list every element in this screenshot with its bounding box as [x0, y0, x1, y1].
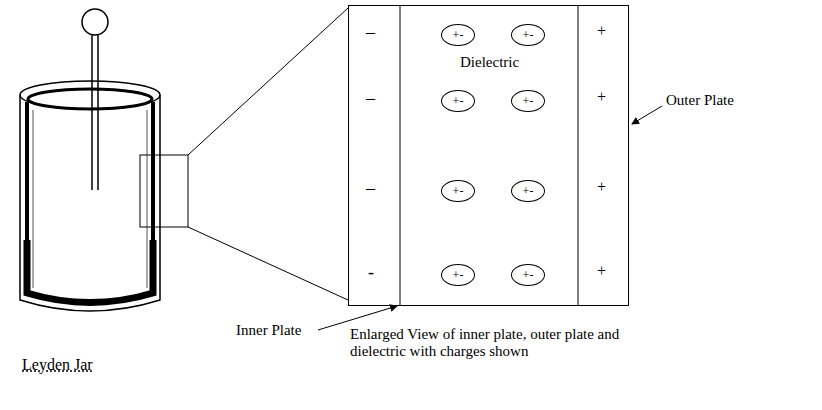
- dipole-ellipse: +-: [511, 90, 545, 112]
- enlarged-view-box: Dielectric+-+-+-+-+-+-+-+-: [348, 5, 629, 306]
- charge-sign: -: [368, 262, 374, 283]
- dipole-charge: +-: [453, 184, 464, 199]
- dipole-charge: +-: [453, 268, 464, 283]
- part-label: Outer Plate: [666, 92, 734, 109]
- dipole-ellipse: +-: [511, 180, 545, 202]
- zoom-window: [140, 155, 188, 227]
- inner-plate-line: [400, 5, 401, 305]
- charge-sign: –: [366, 178, 375, 199]
- zoom-line: [188, 8, 348, 155]
- jar-coating: [27, 102, 153, 303]
- jar-knob: [82, 9, 108, 35]
- part-label: Inner Plate: [236, 322, 301, 339]
- charge-sign: +: [597, 88, 606, 106]
- dipole-ellipse: +-: [511, 24, 545, 46]
- zoom-line: [188, 227, 348, 300]
- dipole-charge: +-: [453, 94, 464, 109]
- leader-line: [632, 106, 662, 124]
- charge-sign: +: [597, 22, 606, 40]
- dipole-ellipse: +-: [441, 24, 475, 46]
- outer-plate-line: [578, 5, 579, 305]
- caption-note: Enlarged View of inner plate, outer plat…: [350, 326, 625, 361]
- charge-sign: +: [597, 178, 606, 196]
- charge-sign: –: [366, 22, 375, 43]
- figure-title: Leyden Jar: [22, 356, 93, 374]
- dipole-ellipse: +-: [511, 264, 545, 286]
- dipole-charge: +-: [523, 94, 534, 109]
- region-label: Dielectric: [460, 54, 519, 71]
- dipole-ellipse: +-: [441, 180, 475, 202]
- charge-sign: –: [366, 88, 375, 109]
- charge-sign: +: [597, 262, 606, 280]
- dipole-ellipse: +-: [441, 90, 475, 112]
- jar-glass: [20, 95, 160, 311]
- dipole-charge: +-: [523, 268, 534, 283]
- dipole-ellipse: +-: [441, 264, 475, 286]
- dipole-charge: +-: [453, 28, 464, 43]
- dipole-charge: +-: [523, 184, 534, 199]
- dipole-charge: +-: [523, 28, 534, 43]
